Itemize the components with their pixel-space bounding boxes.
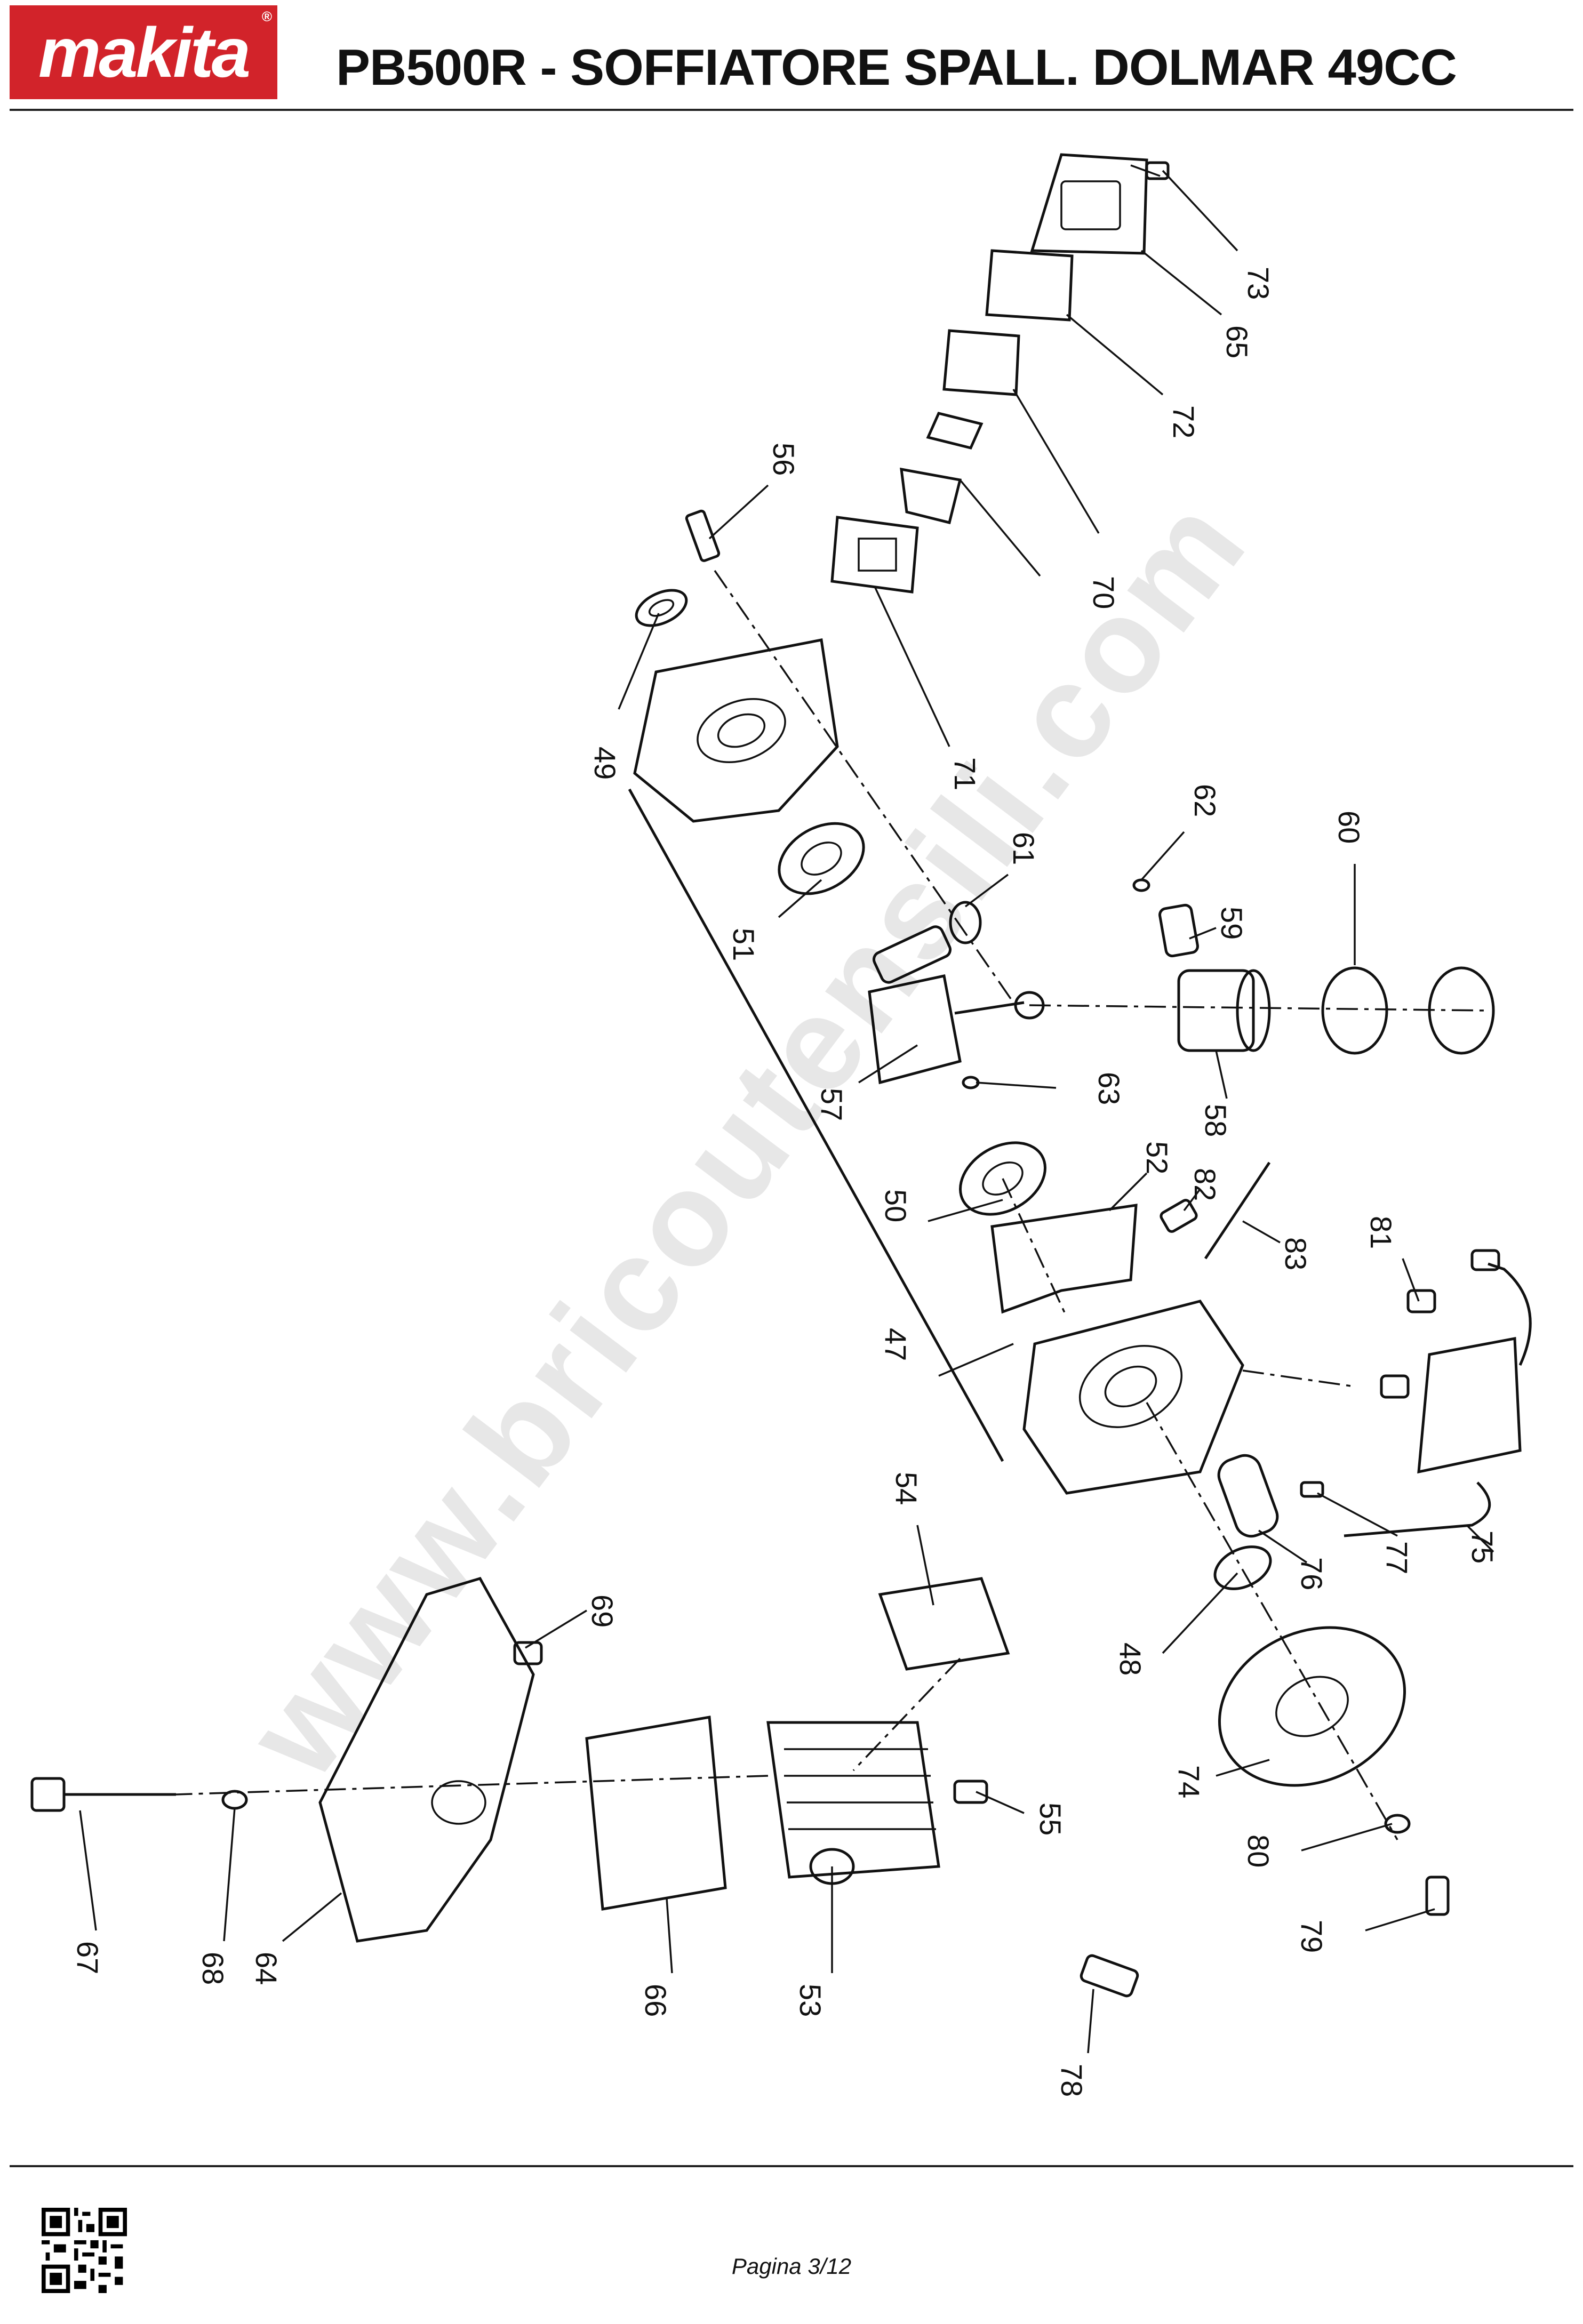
callout-67: 67: [71, 1941, 105, 1974]
circlip-63-part: [962, 1076, 980, 1089]
assembly-axis-lines: [175, 570, 1489, 1840]
callout-66: 66: [639, 1984, 673, 2017]
callout-69: 69: [586, 1594, 619, 1628]
spring-77-part: [1300, 1481, 1324, 1498]
callout-75: 75: [1466, 1530, 1499, 1564]
reed-valve-stack-part: [830, 249, 1074, 594]
callout-labels: 73 65 72 70 71 56 49 51 61 62 60 59 57 6…: [71, 267, 1499, 2097]
page-header: makita ® PB500R - SOFFIATORE SPALL. DOLM…: [0, 0, 1583, 112]
muffler-64-part: [318, 1577, 535, 1943]
callout-77: 77: [1380, 1541, 1414, 1574]
coil-screw-part: [1380, 1374, 1410, 1399]
circlip-62-part: [1132, 878, 1150, 892]
callout-48: 48: [1114, 1642, 1147, 1676]
flywheel-74-part: [1218, 1626, 1406, 1787]
callout-70: 70: [1087, 576, 1121, 609]
callout-74: 74: [1172, 1765, 1206, 1798]
callout-55: 55: [1034, 1802, 1067, 1836]
registered-mark: ®: [261, 9, 272, 25]
piston-58-part: [1177, 969, 1271, 1052]
seal-48-part: [1213, 1545, 1272, 1590]
screw-81-part: [1406, 1289, 1436, 1313]
callout-leader-lines: [79, 170, 1494, 2054]
callout-64: 64: [250, 1952, 283, 1985]
washer-68-part: [221, 1790, 248, 1810]
washer-80-part: [1384, 1814, 1411, 1834]
muffler-gasket-66-part: [585, 1716, 727, 1911]
nut-79-part: [1425, 1876, 1450, 1916]
crankshaft-57-part: [868, 925, 1045, 1085]
callout-73: 73: [1242, 267, 1275, 300]
logo-text: makita: [38, 13, 251, 92]
ignition-coil-75-part: [1344, 1249, 1532, 1537]
exploded-parts-diagram: www.bricoutensili.com: [0, 123, 1583, 2154]
cylinder-53-part: [766, 1721, 940, 1885]
screw-82-part: [1160, 1199, 1198, 1233]
crankcase-half-upper-part: [633, 638, 839, 823]
page-title: PB500R - SOFFIATORE SPALL. DOLMAR 49CC: [336, 39, 1457, 96]
piston-pin-59-part: [1158, 903, 1199, 958]
callout-52: 52: [1140, 1141, 1174, 1174]
spark-plug-78-part: [1080, 1954, 1139, 1998]
screw-55-part: [953, 1780, 988, 1804]
callout-49: 49: [588, 747, 622, 780]
callout-56: 56: [767, 443, 801, 476]
needle-bearing-61-part: [949, 901, 982, 944]
crankcase-half-lower-part: [1022, 1300, 1244, 1495]
page-number: Pagina 3/12: [731, 2254, 852, 2279]
callout-50: 50: [879, 1189, 913, 1222]
makita-logo: makita ®: [10, 5, 277, 99]
callout-57: 57: [815, 1088, 849, 1121]
callout-79: 79: [1295, 1920, 1329, 1953]
callout-72: 72: [1167, 405, 1201, 438]
bolt-67-part: [30, 1777, 176, 1812]
callout-63: 63: [1092, 1072, 1126, 1105]
screw-56-part: [685, 509, 721, 562]
footer-divider: [10, 2165, 1573, 2167]
screw-69-part: [513, 1641, 543, 1665]
callout-54: 54: [890, 1472, 923, 1505]
callout-80: 80: [1242, 1834, 1275, 1868]
callout-83: 83: [1279, 1237, 1313, 1270]
callout-61: 61: [1007, 832, 1041, 865]
callout-58: 58: [1199, 1104, 1233, 1137]
callout-47: 47: [879, 1328, 913, 1361]
seal-49-part: [635, 589, 688, 627]
crankcase-gasket-52-part: [990, 1204, 1138, 1314]
spark-plug-cap-76-part: [1217, 1454, 1279, 1538]
intake-adapter-part: [1030, 153, 1170, 255]
diagram-drawing: 73 65 72 70 71 56 49 51 61 62 60 59 57 6…: [30, 153, 1532, 2097]
callout-82: 82: [1188, 1168, 1222, 1201]
callout-71: 71: [948, 757, 982, 790]
cylinder-gasket-54-part: [878, 1577, 1010, 1671]
callout-53: 53: [794, 1984, 827, 2017]
qr-code-icon: [42, 2208, 127, 2293]
callout-51: 51: [727, 928, 761, 961]
callout-60: 60: [1332, 811, 1366, 844]
callout-65: 65: [1220, 325, 1254, 358]
callout-68: 68: [196, 1952, 230, 1985]
bearing-51-part: [778, 822, 865, 895]
callout-62: 62: [1188, 784, 1222, 817]
callout-59: 59: [1215, 907, 1249, 940]
callout-78: 78: [1055, 2064, 1089, 2097]
piston-ring-a-part: [1321, 966, 1388, 1055]
ground-wire-83-part: [1204, 1161, 1271, 1260]
callout-76: 76: [1295, 1557, 1329, 1590]
callout-81: 81: [1364, 1216, 1398, 1249]
header-divider: [10, 109, 1573, 111]
bearing-50-part: [959, 1141, 1046, 1216]
